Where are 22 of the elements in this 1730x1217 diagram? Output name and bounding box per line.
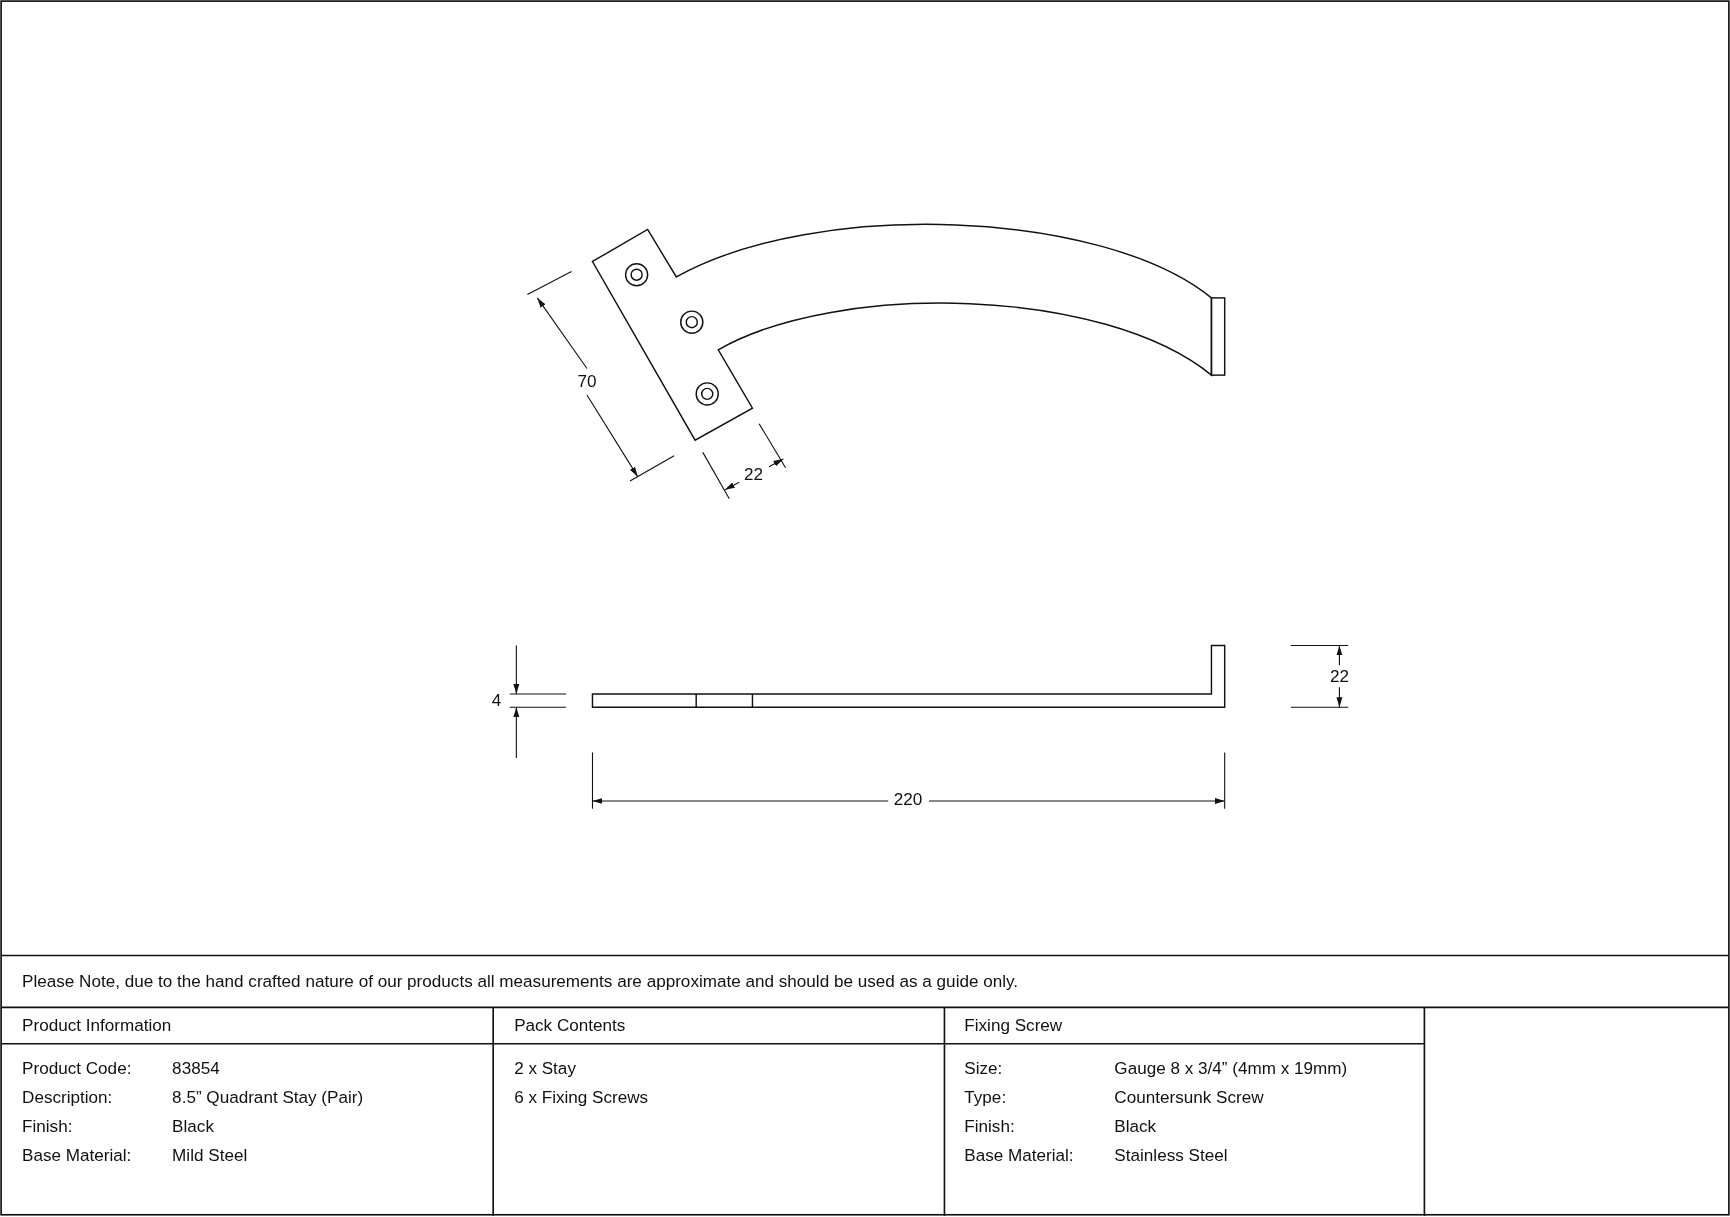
spec-value: Gauge 8 x 3/4” (4mm x 19mm) (1114, 1058, 1348, 1078)
note-text: Please Note, due to the hand crafted nature of our products all measurements are approximate and should be used as a guide only. (22, 972, 1019, 992)
spec-label: Type: (964, 1087, 1007, 1108)
spec-value: 8.5” Quadrant Stay (Pair) (172, 1087, 364, 1108)
pack-item: 6 x Fixing Screws (514, 1087, 649, 1108)
spec-value: Black (172, 1116, 214, 1137)
spec-label: Product Code: (22, 1058, 132, 1078)
spec-value: Stainless Steel (1114, 1145, 1228, 1166)
spec-label: Description: (22, 1087, 113, 1108)
spec-label: Base Material: (964, 1145, 1074, 1166)
spec-value: Countersunk Screw (1114, 1087, 1264, 1108)
pack-item: 2 x Stay (514, 1058, 576, 1078)
column-heading: Pack Contents (514, 1015, 626, 1035)
spec-value: 83854 (172, 1058, 220, 1078)
spec-label: Base Material: (22, 1145, 132, 1166)
spec-label: Finish: (22, 1116, 73, 1137)
spec-value: Black (1114, 1116, 1157, 1137)
spec-label: Finish: (964, 1116, 1015, 1137)
spec-label: Size: (964, 1058, 1003, 1078)
spec-value: Mild Steel (172, 1145, 248, 1166)
column-heading: Product Information (22, 1015, 172, 1035)
column-heading: Fixing Screw (964, 1015, 1063, 1035)
